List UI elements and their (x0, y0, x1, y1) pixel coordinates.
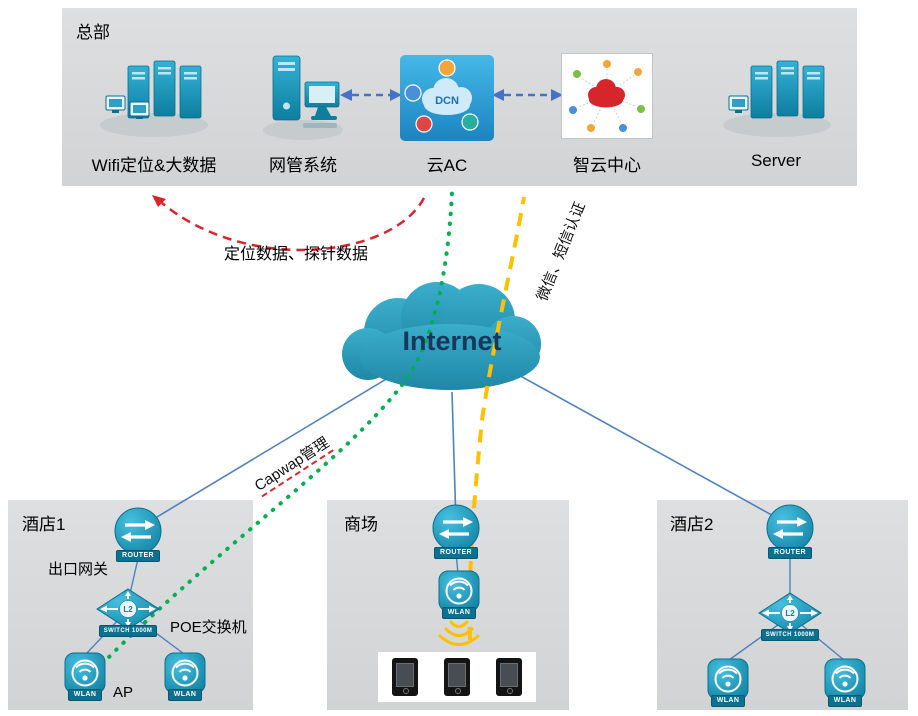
wlan-banner: WLAN (67, 689, 103, 701)
router-banner: ROUTER (768, 547, 812, 559)
hotel2-title: 酒店2 (670, 515, 714, 534)
gateway-label: 出口网关 (48, 561, 109, 578)
wlan-banner: WLAN (167, 689, 203, 701)
hq-node-label-cloudac: 云AC (426, 156, 468, 175)
hotel2-ap2: WLAN (822, 656, 868, 707)
flow-label-auth: 微信、短信认证 (533, 199, 589, 304)
wlan-banner: WLAN (441, 607, 477, 619)
switch-banner: SWITCH 1000M (760, 629, 820, 641)
hq-node-label-server: Server (750, 151, 802, 170)
red-cloud-logo (588, 79, 625, 108)
flow-label-location-data: 定位数据、探针数据 (224, 246, 369, 263)
mall-ap: WLAN (436, 568, 482, 619)
hotel2-switch: L2 SWITCH 1000M (757, 590, 823, 641)
tablet-icon (392, 658, 418, 696)
l2-label: L2 (785, 609, 795, 618)
capwap-text: Capwap管理 (251, 434, 334, 498)
router-banner: ROUTER (116, 550, 160, 562)
mall-title: 商场 (344, 515, 378, 534)
ap-label: AP (113, 684, 134, 701)
poe-switch-label: POE交换机 (170, 619, 247, 636)
tablet-icon (496, 658, 522, 696)
zhiyun-center-icon (561, 53, 653, 139)
hotel1-ap2: WLAN (162, 650, 208, 701)
router-banner: ROUTER (434, 547, 478, 559)
dcn-label: DCN (435, 95, 459, 107)
hotel1-ap1: WLAN (62, 650, 108, 701)
hq-node-label-nms: 网管系统 (269, 156, 337, 175)
tablet-icon (444, 658, 470, 696)
wlan-banner: WLAN (827, 695, 863, 707)
mall-router: ROUTER (430, 502, 482, 559)
hq-node-label-zhiyun: 智云中心 (573, 156, 641, 175)
server-cluster-icon (723, 60, 831, 137)
cloud-ac-icon: DCN (400, 55, 494, 141)
hq-title: 总部 (76, 23, 110, 42)
switch-banner: SWITCH 1000M (98, 625, 158, 637)
hq-node-label-wifi: Wifi定位&大数据 (91, 156, 217, 175)
l2-label: L2 (123, 605, 133, 614)
hotel2-ap1: WLAN (705, 656, 751, 707)
flow-label-capwap: Capwap管理 (250, 432, 334, 498)
wlan-banner: WLAN (710, 695, 746, 707)
client-devices-strip (378, 652, 536, 702)
wifi-bigdata-servers-icon (100, 60, 208, 137)
hotel1-router: ROUTER (112, 505, 164, 562)
hotel2-router: ROUTER (764, 502, 816, 559)
hotel1-title: 酒店1 (22, 515, 66, 534)
nms-icon (263, 55, 343, 140)
hotel1-switch: L2 SWITCH 1000M (95, 586, 161, 637)
internet-label: Internet (402, 326, 502, 356)
